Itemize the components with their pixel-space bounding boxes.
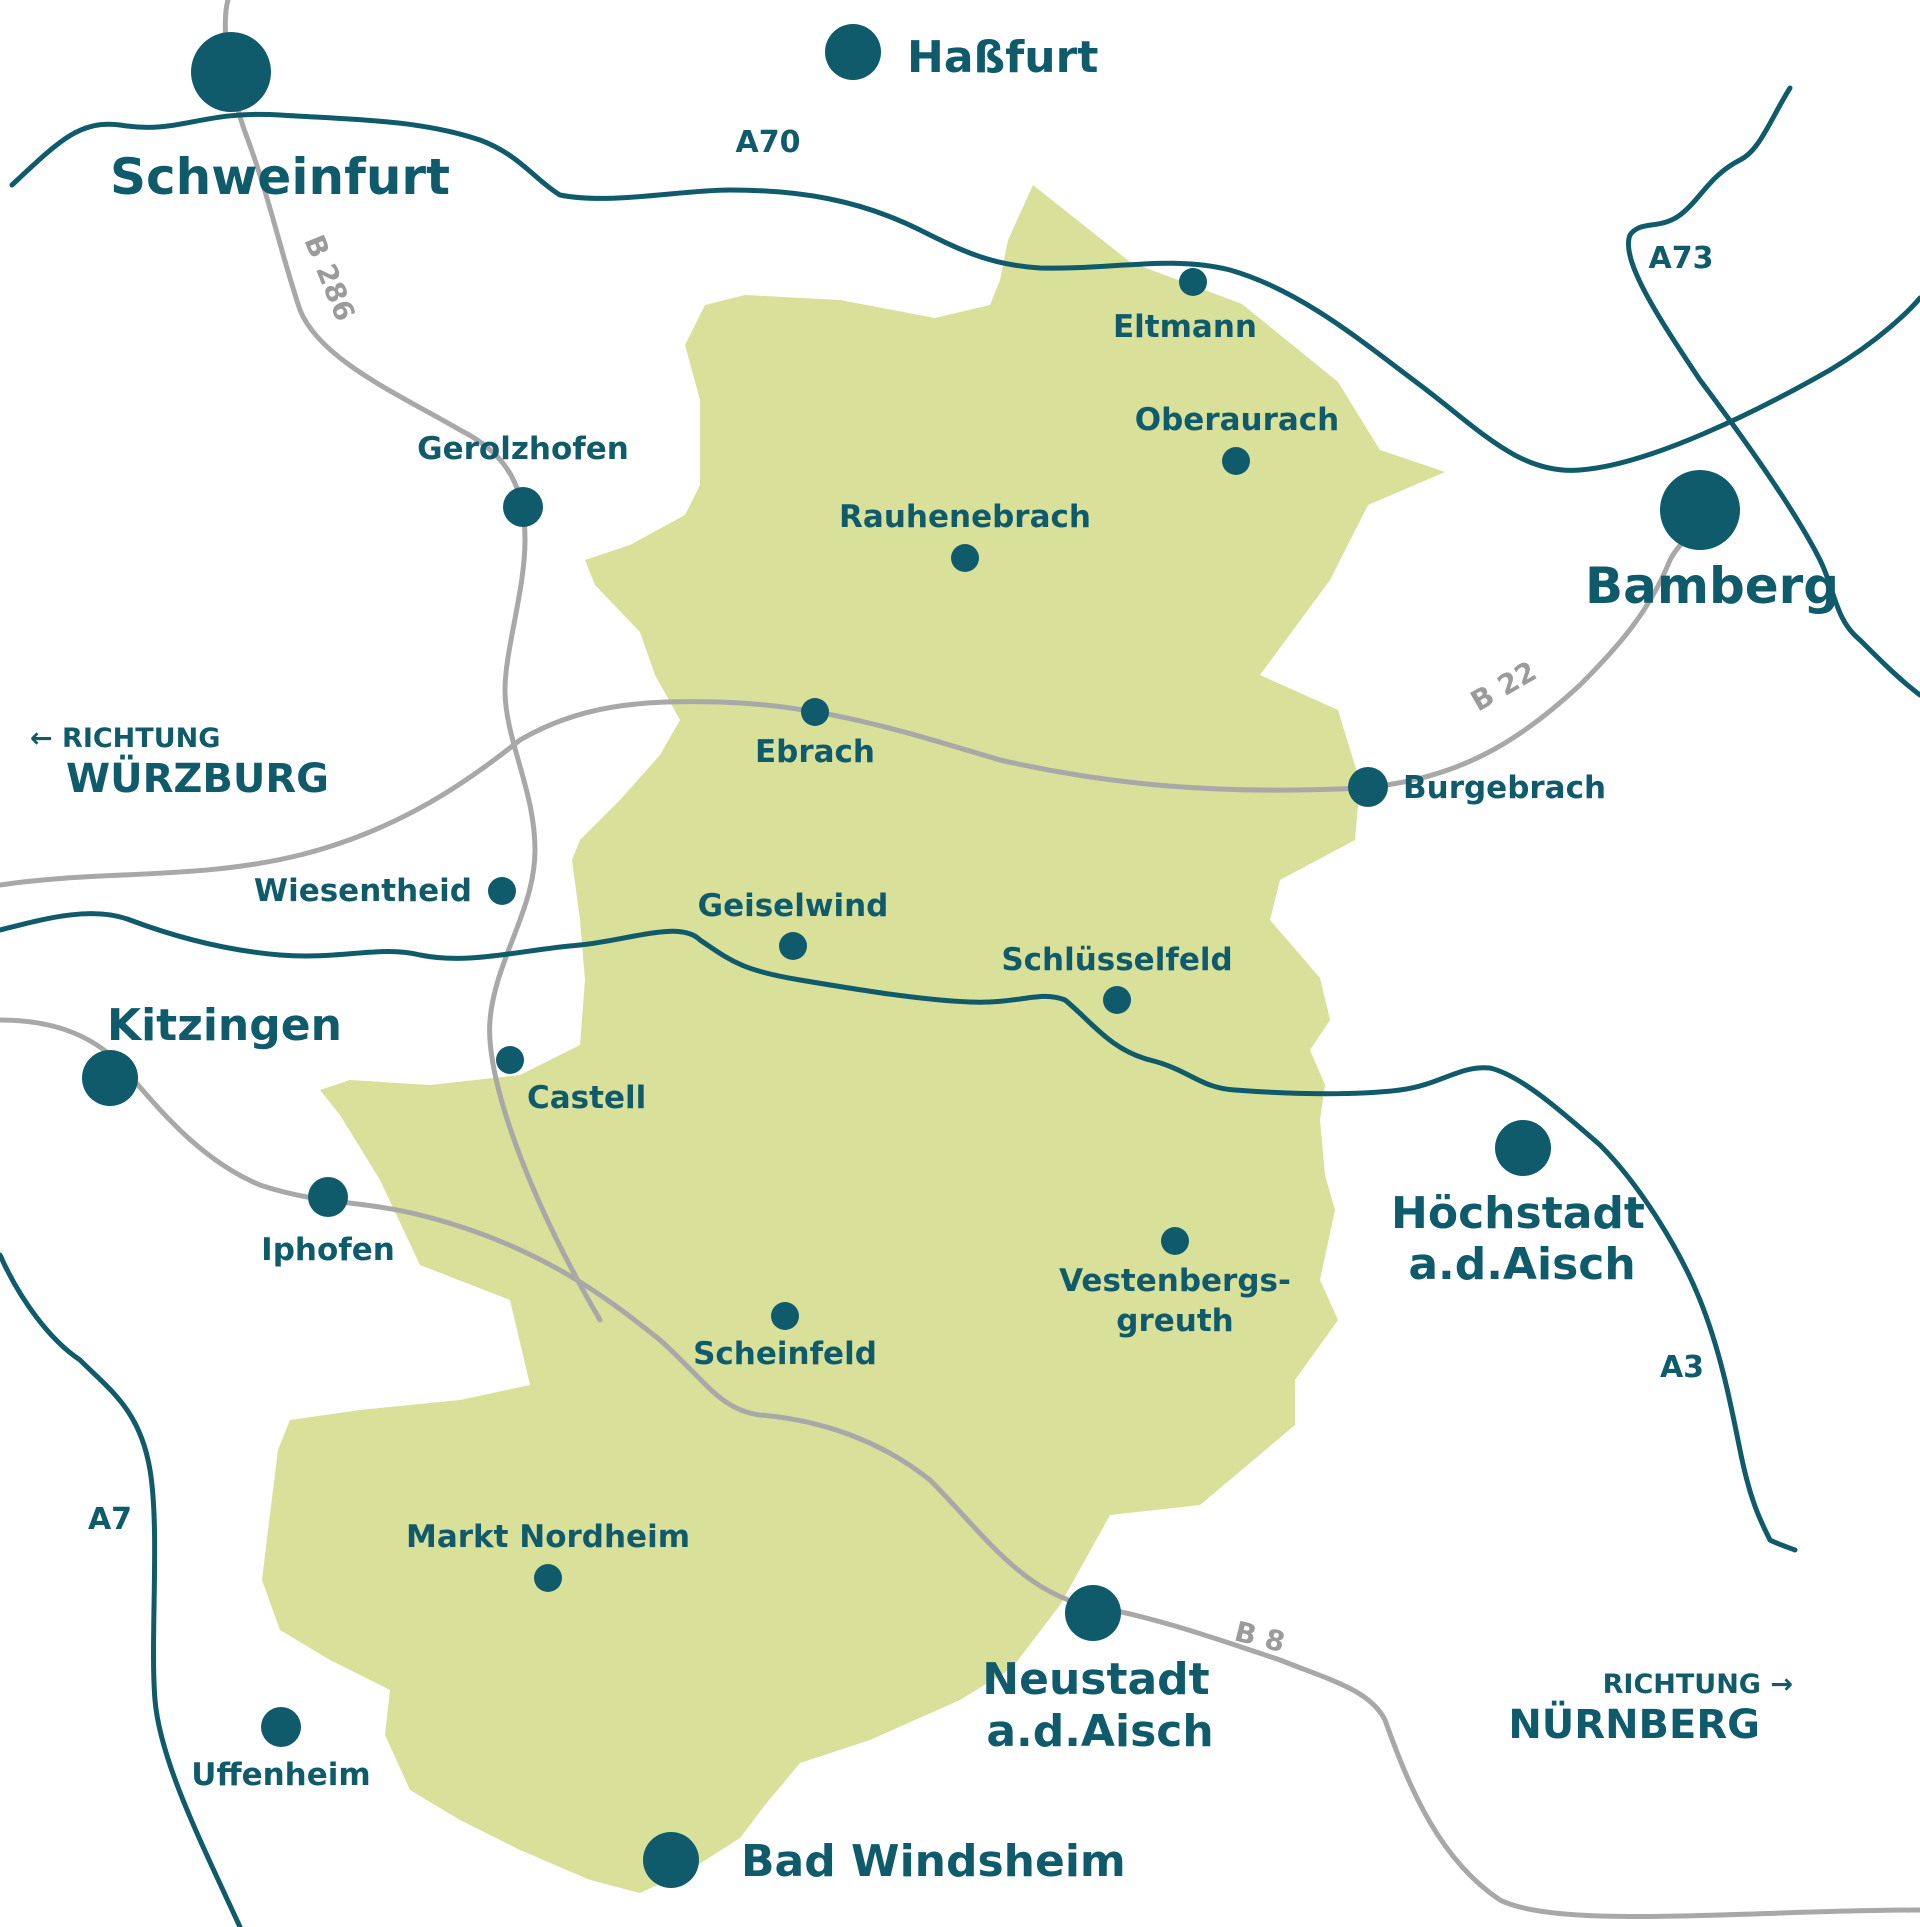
schweinfurt-label: Schweinfurt — [110, 148, 450, 206]
eltmann-label: Eltmann — [1113, 309, 1257, 345]
iphofen-label: Iphofen — [261, 1232, 395, 1268]
a73-label: A73 — [1649, 241, 1714, 276]
geiselwind-marker — [779, 932, 807, 960]
vestenbergsgreuth-marker — [1161, 1227, 1189, 1255]
rauhenebrach-label: Rauhenebrach — [839, 499, 1091, 535]
a7-label: A7 — [88, 1502, 132, 1537]
vestenbergsgreuth-label-line1: Vestenbergs- — [1059, 1263, 1291, 1299]
vestenbergsgreuth-label-line2: greuth — [1116, 1303, 1233, 1339]
markt-nordheim-label: Markt Nordheim — [406, 1519, 690, 1555]
scheinfeld-marker — [771, 1302, 799, 1330]
iphofen-marker — [308, 1177, 348, 1217]
castell-marker — [496, 1046, 524, 1074]
markt-nordheim-marker — [534, 1564, 562, 1592]
burgebrach-marker — [1348, 767, 1388, 807]
b22-road — [0, 522, 1703, 888]
oberaurach-label: Oberaurach — [1135, 402, 1340, 438]
neustadt-label-line2: a.d.Aisch — [986, 1706, 1213, 1757]
city-markers — [82, 24, 1740, 1888]
b286-road — [222, 0, 603, 1323]
town-markers — [488, 268, 1250, 1592]
castell-label: Castell — [527, 1080, 646, 1116]
hoechstadt-label-line1: Höchstadt — [1391, 1188, 1645, 1239]
hoechstadt-label-line2: a.d.Aisch — [1408, 1239, 1635, 1290]
gerolzhofen-label: Gerolzhofen — [417, 431, 629, 467]
b286-label: B 286 — [298, 230, 362, 325]
bad-windsheim-marker — [643, 1832, 699, 1888]
a3-highway — [0, 911, 1798, 1553]
schweinfurt-marker — [191, 32, 271, 112]
schluesselfeld-marker — [1103, 986, 1131, 1014]
kitzingen-marker — [82, 1050, 138, 1106]
region-area — [262, 185, 1445, 1893]
ebrach-label: Ebrach — [755, 734, 875, 770]
wiesentheid-marker — [488, 877, 516, 905]
uffenheim-label: Uffenheim — [191, 1757, 370, 1793]
bamberg-marker — [1660, 470, 1740, 550]
b8-road — [0, 1017, 1920, 1920]
direction-east-large: NÜRNBERG — [1508, 1700, 1760, 1748]
geiselwind-label: Geiselwind — [698, 888, 889, 924]
a3-label: A3 — [1660, 1350, 1704, 1385]
a73-highway — [1626, 85, 1920, 698]
scheinfeld-label: Scheinfeld — [693, 1336, 877, 1372]
hassfurt-marker — [825, 24, 881, 80]
highways — [0, 85, 1920, 1927]
direction-east-small: RICHTUNG → — [1603, 1669, 1793, 1700]
direction-west-large: WÜRZBURG — [66, 754, 329, 802]
bamberg-label: Bamberg — [1585, 557, 1839, 615]
a70-highway — [9, 111, 1920, 473]
direction-west-small: ← RICHTUNG — [30, 723, 220, 754]
oberaurach-marker — [1222, 447, 1250, 475]
b8-label: B 8 — [1231, 1615, 1288, 1659]
a70-label: A70 — [736, 125, 801, 160]
eltmann-marker — [1179, 268, 1207, 296]
hassfurt-label: Haßfurt — [907, 32, 1098, 83]
wiesentheid-label: Wiesentheid — [254, 873, 472, 909]
a7-highway — [0, 1252, 243, 1927]
burgebrach-label: Burgebrach — [1403, 770, 1606, 806]
rauhenebrach-marker — [951, 544, 979, 572]
hoechstadt-marker — [1495, 1120, 1551, 1176]
kitzingen-label: Kitzingen — [107, 1000, 342, 1051]
gerolzhofen-marker — [503, 487, 543, 527]
schluesselfeld-label: Schlüsselfeld — [1001, 942, 1232, 978]
ebrach-marker — [801, 698, 829, 726]
neustadt-label-line1: Neustadt — [982, 1654, 1209, 1705]
bad-windsheim-label: Bad Windsheim — [741, 1836, 1126, 1887]
b22-label: B 22 — [1465, 654, 1542, 718]
neustadt-marker — [1065, 1585, 1121, 1641]
uffenheim-marker — [261, 1707, 301, 1747]
